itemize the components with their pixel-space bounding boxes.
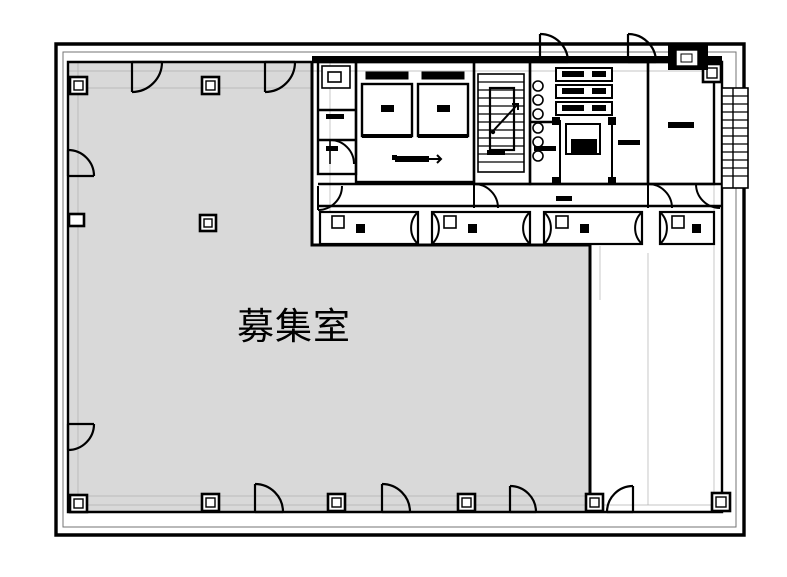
door-west-1 [66, 148, 96, 178]
door-south-3 [508, 484, 538, 514]
elevator-lobby-marker [395, 154, 443, 164]
restroom-fixtures [532, 67, 694, 201]
door-south-2 [380, 482, 412, 514]
room-label-vacant: 募集室 [237, 305, 351, 348]
core-corridor-doors [473, 183, 721, 209]
door-south-4 [605, 484, 635, 514]
elevator-car-1 [360, 71, 414, 138]
emergency-stair [721, 87, 749, 189]
core-small-rooms [317, 65, 355, 211]
core-north-wall-detail [312, 44, 722, 70]
elevator-car-2 [416, 71, 470, 138]
guide-lines [68, 62, 722, 512]
door-south-1 [253, 482, 285, 514]
service-rooms-row [318, 210, 716, 246]
main-stair [477, 73, 525, 173]
door-west-2 [66, 422, 96, 452]
leased-area-fill [68, 62, 590, 512]
door-north-2 [263, 60, 297, 94]
columns [67, 62, 732, 514]
door-north-1 [130, 60, 164, 94]
annotation-blocks [392, 150, 505, 160]
